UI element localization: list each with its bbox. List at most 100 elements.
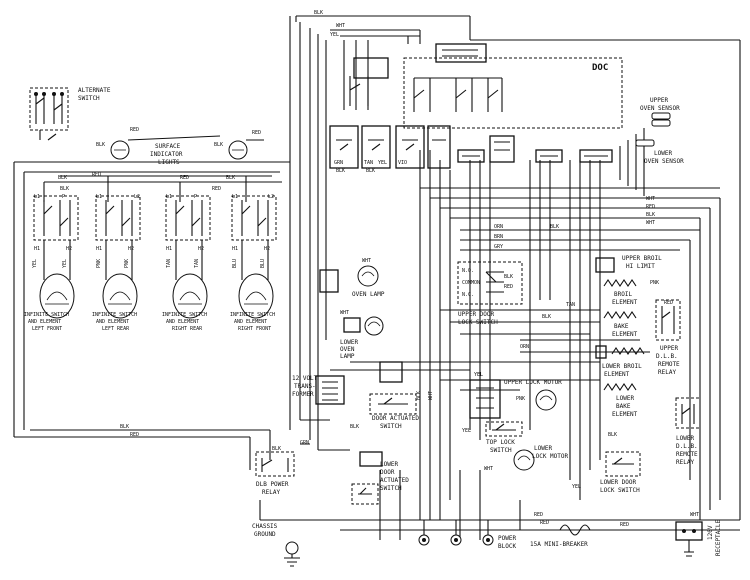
switch-rr-label-1: INFINITE SWITCH bbox=[162, 312, 207, 318]
terminal-common: COMMON bbox=[462, 280, 480, 286]
mini-breaker: RED 15A MINI-BREAKER bbox=[530, 520, 660, 548]
infinite-switch-right-rear: L1 P H1 H2 TAN TAN INFINITE SWITCH AND E… bbox=[162, 194, 211, 332]
surface-lights-label-2: INDICATOR bbox=[150, 151, 183, 158]
wire-label-pnk: PNK bbox=[124, 259, 130, 268]
terminal-p: P bbox=[62, 194, 65, 200]
switch-rr-label-3: RIGHT REAR bbox=[172, 326, 203, 332]
terminal-l2: L2 bbox=[134, 194, 140, 200]
wire-label-blk-top: BLK bbox=[314, 10, 323, 16]
switch-lr-label-1: INFINITE SWITCH bbox=[92, 312, 137, 318]
terminal-h2: H2 bbox=[128, 246, 134, 252]
wire-label-blk-8: BLK bbox=[608, 432, 617, 438]
alternate-switch: ALTERNATE SWITCH bbox=[29, 87, 111, 141]
dlb-power-relay-label-1: DLB POWER bbox=[256, 481, 289, 488]
wire-label-yel-4: YEL bbox=[462, 428, 471, 434]
lower-broil-label-2: ELEMENT bbox=[604, 371, 630, 378]
relay-blocks: GRN TAN YEL VIO BLK BLK bbox=[329, 125, 613, 174]
wire-label-wht-5: WHT bbox=[428, 391, 434, 400]
lower-door-actuated-switch: LOWER DOOR ACTUATED SWITCH bbox=[351, 451, 409, 505]
wire-label-blk-10: BLK bbox=[350, 424, 359, 430]
lower-lock-switch-label-1: LOWER DOOR bbox=[600, 479, 637, 486]
receptacle: 120V RECEPTACLE bbox=[675, 519, 722, 557]
wire-label-blk-5: BLK bbox=[60, 186, 69, 192]
broil-element-label-1: BROIL bbox=[614, 291, 632, 298]
upper-relay-label-1: UPPER bbox=[660, 345, 678, 352]
power-block-label-1: POWER bbox=[498, 535, 516, 542]
wire-label-tan: TAN bbox=[166, 259, 172, 268]
lower-door-switch-label-1: LOWER bbox=[380, 461, 398, 468]
wire-label-grn-1: GRN bbox=[300, 440, 309, 446]
lower-sensor-label-2: OVEN SENSOR bbox=[644, 158, 684, 165]
switch-rf-label-2: AND ELEMENT bbox=[234, 319, 267, 325]
wire-label-yel-2: YEL bbox=[62, 259, 68, 268]
wire-label-red-10: RED bbox=[664, 300, 673, 306]
upper-oven-elements: UPPER BROIL HI LIMIT BROIL ELEMENT BAKE … bbox=[595, 255, 681, 376]
chassis-ground-label-2: GROUND bbox=[254, 531, 276, 538]
lower-relay-label-1: LOWER bbox=[676, 435, 694, 442]
terminal-p: P bbox=[194, 194, 197, 200]
wire-label-wht-r2: WHT bbox=[646, 220, 655, 226]
wire-label-blk-3: BLK bbox=[58, 175, 67, 181]
wire-label-blk-12: BLK bbox=[336, 168, 345, 174]
lower-relay-label-4: RELAY bbox=[676, 459, 694, 466]
surface-bus-wiring: BLK RED RED BLK BLK RED bbox=[13, 161, 290, 438]
terminal-l2: L2 bbox=[268, 194, 274, 200]
upper-sensor-label-2: OVEN SENSOR bbox=[640, 105, 680, 112]
power-block-label-2: BLOCK bbox=[498, 543, 516, 550]
door-actuated-switch: DOOR ACTUATED SWITCH bbox=[369, 393, 419, 430]
upper-sensor-label-1: UPPER bbox=[650, 97, 668, 104]
oven-sensors: UPPER OVEN SENSOR LOWER OVEN SENSOR bbox=[635, 97, 684, 165]
wire-label-blk-6: BLK bbox=[550, 224, 559, 230]
upper-lock-motor: UPPER LOCK MOTOR PNK TOP LOCK SWITCH bbox=[469, 379, 562, 454]
wire-label-red-2: RED bbox=[252, 130, 261, 136]
lower-oven-elements: LOWER BROIL ELEMENT LOWER BAKE ELEMENT L… bbox=[595, 345, 701, 466]
oven-lamps: WHT OVEN LAMP WHT LOWER OVEN LAMP bbox=[319, 258, 385, 360]
alternate-switch-label-1: ALTERNATE bbox=[78, 87, 111, 94]
top-lock-switch-label-2: SWITCH bbox=[490, 447, 512, 454]
lower-relay-label-2: D.L.B. bbox=[676, 443, 698, 450]
lower-lock-motor-label-2: LOCK MOTOR bbox=[532, 453, 569, 460]
wire-label-red-5: RED bbox=[212, 186, 221, 192]
oven-lamp-label: OVEN LAMP bbox=[352, 291, 385, 298]
lower-bake-label-1: LOWER bbox=[616, 395, 634, 402]
receptacle-label-2: RECEPTACLE bbox=[715, 519, 722, 556]
wire-label-blk-r1: BLK bbox=[646, 212, 655, 218]
wire-label-blk-15: BLK bbox=[272, 446, 281, 452]
terminal-l1: L1 bbox=[232, 194, 238, 200]
wire-label-blk-2: BLK bbox=[214, 142, 223, 148]
broil-element-label-2: ELEMENT bbox=[612, 299, 638, 306]
switch-lr-label-2: AND ELEMENT bbox=[96, 319, 129, 325]
wire-label-red-9: RED bbox=[504, 284, 513, 290]
wire-label-pnk-2: PNK bbox=[650, 280, 659, 286]
wire-label-yel-3: YEL bbox=[474, 372, 483, 378]
wire-label-orn-1: ORN bbox=[494, 224, 503, 230]
wire-label-brn-1: BRN bbox=[494, 234, 503, 240]
wire-label-red-11: RED bbox=[540, 520, 549, 526]
terminal-h1: H1 bbox=[34, 246, 40, 252]
lower-bake-label-2: BAKE bbox=[616, 403, 631, 410]
wire-label-red-4: RED bbox=[180, 175, 189, 181]
wire-label-wht-6: WHT bbox=[362, 258, 371, 264]
lower-bake-label-3: ELEMENT bbox=[612, 411, 638, 418]
switch-rf-label-1: INFINITE SWITCH bbox=[230, 312, 275, 318]
harness-wiring: BLK WHT YEL WHT RED BLK WHT ORN BRN GRY … bbox=[30, 10, 741, 540]
wire-label-blu: BLU bbox=[260, 259, 266, 268]
upper-door-lock-switch: N.O. COMMON N.C. BLK RED UPPER DOOR LOCK… bbox=[457, 261, 523, 326]
wire-label-red-7: RED bbox=[534, 512, 543, 518]
receptacle-label-1: 120V bbox=[707, 525, 714, 540]
terminal-h1: H1 bbox=[166, 246, 172, 252]
wire-label-yel-1: YEL bbox=[32, 259, 38, 268]
transformer-label-1: 12 VOLT bbox=[292, 375, 318, 382]
lower-door-switch-label-3: ACTUATED bbox=[380, 477, 409, 484]
transformer-label-3: FORMER bbox=[292, 391, 314, 398]
dlb-power-relay-label-2: RELAY bbox=[262, 489, 280, 496]
switch-lf-label-3: LEFT FRONT bbox=[32, 326, 62, 332]
lower-relay-label-3: REMOTE bbox=[676, 451, 698, 458]
chassis-ground: CHASSIS GROUND bbox=[252, 523, 300, 567]
wire-label-red-8: RED bbox=[620, 522, 629, 528]
wire-label-yel-5: YEL bbox=[572, 484, 581, 490]
terminal-h2: H2 bbox=[66, 246, 72, 252]
wire-label-blk-13: BLK bbox=[366, 168, 375, 174]
terminal-l1: L1 bbox=[96, 194, 102, 200]
